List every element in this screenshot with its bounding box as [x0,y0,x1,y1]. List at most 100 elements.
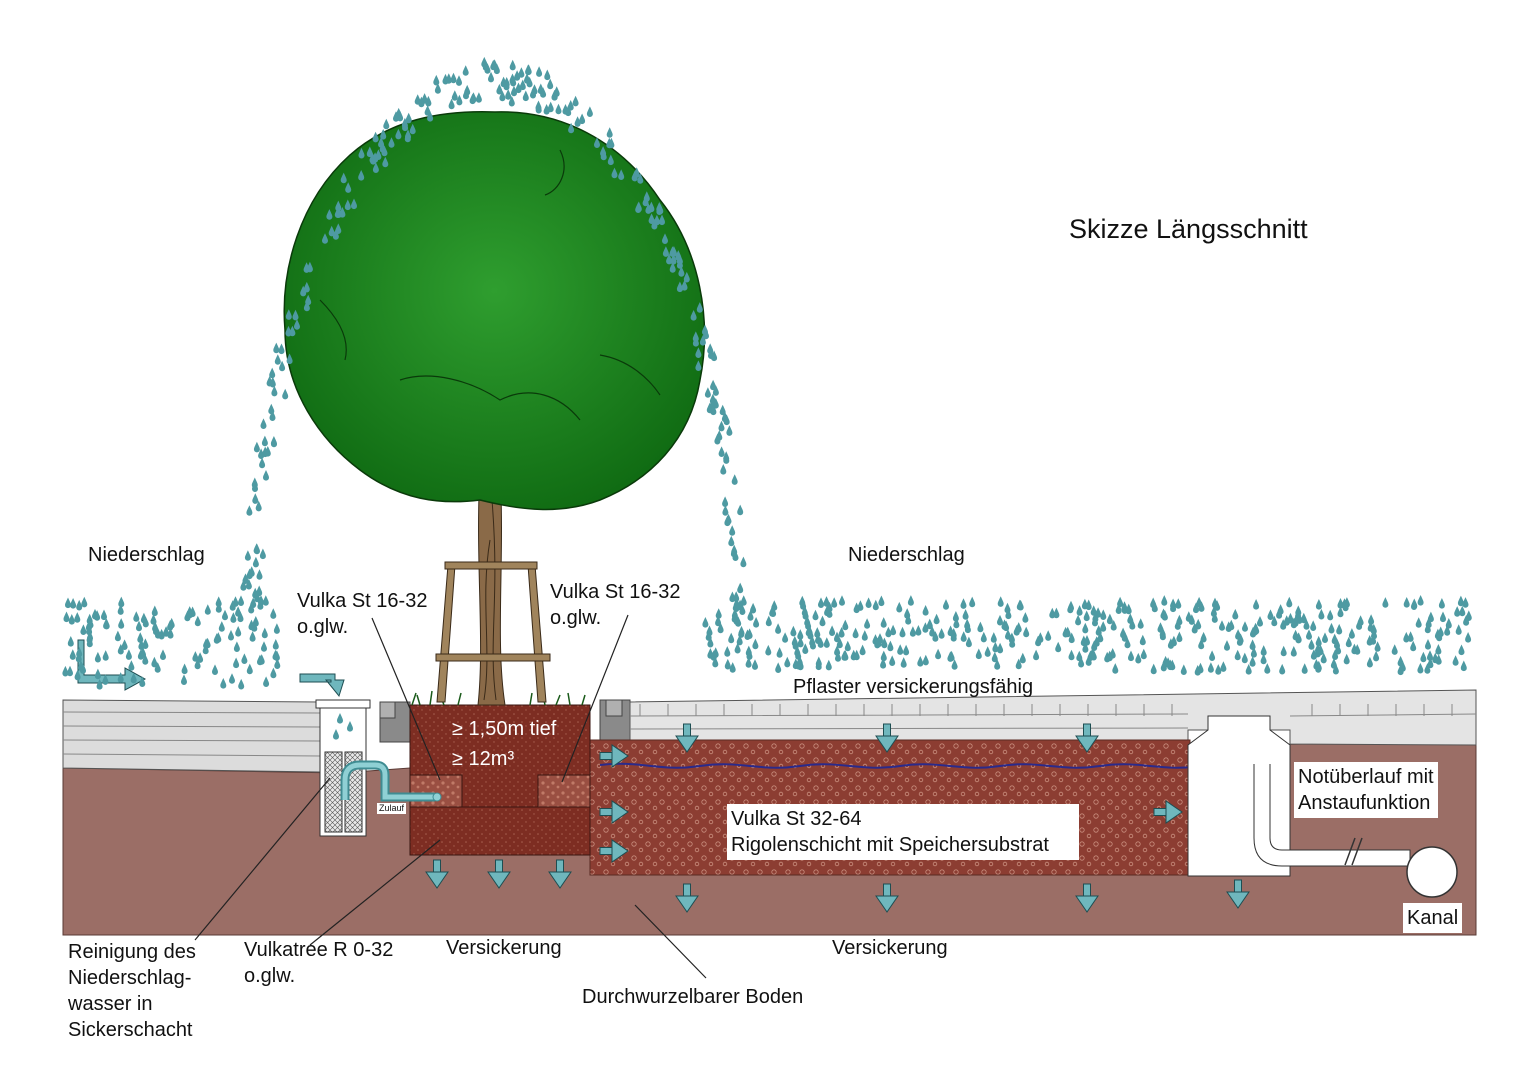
rain-drop-icon [829,625,836,636]
rain-drop-icon [872,599,879,611]
rain-drop-icon [935,648,942,660]
rain-drop-icon [1417,595,1424,606]
rain-drop-icon [1135,652,1142,664]
rain-drop-icon [1212,597,1218,609]
rain-drop-icon [238,678,245,690]
rain-drop-icon [938,628,945,639]
versickerung-label-right: Versickerung [832,937,948,959]
flow-arrow-icon [77,639,345,698]
rain-drop-icon [252,556,259,568]
rain-drop-icon [728,535,735,547]
rain-drop-icon [1454,606,1461,617]
rain-drop-icon [997,596,1004,607]
rain-drop-icon [235,606,242,617]
rain-drop-icon [784,656,791,668]
rain-drop-icon [531,84,538,95]
rain-drop-icon [260,418,267,429]
rain-drop-icon [1415,617,1422,628]
rain-drop-icon [197,652,204,663]
rain-drop-icon [900,657,907,668]
rain-drop-icon [740,556,747,568]
rain-drop-icon [740,595,747,606]
kanal-pipe [1406,846,1458,898]
rain-drop-icon [841,650,848,661]
rain-drop-icon [1128,650,1134,662]
depth-label: ≥ 1,50m tief [452,718,557,740]
rain-drop-icon [776,647,783,658]
rain-drop-icon [1292,629,1299,641]
rain-drop-icon [246,505,253,516]
rain-drop-icon [1137,618,1144,629]
rain-drop-icon [765,615,772,627]
rain-drop-icon [204,604,211,615]
rain-drop-icon [451,90,458,101]
rain-drop-icon [965,636,972,648]
rain-drop-icon [897,644,904,655]
rain-drop-icon [753,617,760,628]
rain-drop-icon [244,550,251,561]
rain-drop-icon [1112,663,1119,674]
rain-drop-icon [121,639,128,650]
rain-drop-icon [1076,605,1083,616]
rain-drop-icon [1257,616,1263,627]
rain-drop-icon [1322,632,1328,643]
rain-drop-icon [133,611,140,622]
rain-drop-icon [491,59,498,70]
vulka-label-right: Vulka St 16-32 o.glw. [550,581,681,629]
rain-drop-icon [819,615,826,627]
tree-crown [283,111,706,511]
rain-drop-icon [1150,663,1157,675]
rain-drop-icon [1286,596,1293,608]
rain-drop-icon [903,644,910,656]
rain-drop-icon [992,641,999,653]
rain-drop-icon [899,626,906,638]
rigole-label: Vulka St 32-64 Rigolenschicht mit Speich… [727,804,1079,860]
rain-drop-icon [1249,656,1256,667]
kanal-label: Kanal [1403,903,1463,933]
rain-drop-icon [543,104,550,115]
rain-drop-icon [1055,641,1062,653]
rain-drop-icon [94,668,101,680]
rain-drop-icon [1180,664,1187,675]
rain-drop-icon [261,435,268,447]
rain-drop-icon [1215,664,1222,675]
rain-drop-icon [450,72,457,84]
rain-drop-icon [980,631,987,643]
rain-drop-icon [812,609,819,621]
rain-drop-icon [262,595,269,606]
rain-drop-icon [933,613,940,625]
rain-drop-icon [249,631,256,642]
rain-drop-icon [586,106,593,117]
rain-drop-icon [1391,644,1398,655]
rain-drop-icon [1019,652,1026,664]
rain-drop-icon [712,647,719,658]
rain-drop-icon [253,441,260,453]
rain-drop-icon [274,354,281,365]
rain-drop-icon [1100,609,1107,620]
rain-drop-icon [960,631,967,642]
rain-drop-icon [1410,640,1417,652]
rain-drop-icon [547,78,554,90]
diagram-title: Skizze Längsschnitt [1069,214,1308,244]
rain-drop-icon [896,601,903,613]
rain-drop-icon [825,659,832,671]
rain-drop-icon [710,379,717,391]
rain-drop-icon [268,403,275,415]
rain-drop-icon [80,624,87,635]
rain-drop-icon [220,678,227,689]
rain-drop-icon [943,599,949,610]
rain-drop-icon [1287,612,1294,624]
rain-drop-icon [1308,639,1315,650]
rain-drop-icon [1435,644,1442,655]
rain-drop-icon [1452,655,1459,666]
rain-drop-icon [1411,598,1418,610]
rain-drop-icon [1241,652,1248,664]
rain-drop-icon [1139,634,1146,646]
rain-drop-icon [720,464,727,475]
reinigung-label: Reinigung des Niederschlag- wasser in Si… [68,941,196,1041]
notueberlauf-label: Notüberlauf mit Anstaufunktion [1294,762,1438,818]
rain-drop-icon [442,73,449,85]
rain-drop-icon [62,665,69,677]
rain-drop-icon [1140,648,1147,660]
